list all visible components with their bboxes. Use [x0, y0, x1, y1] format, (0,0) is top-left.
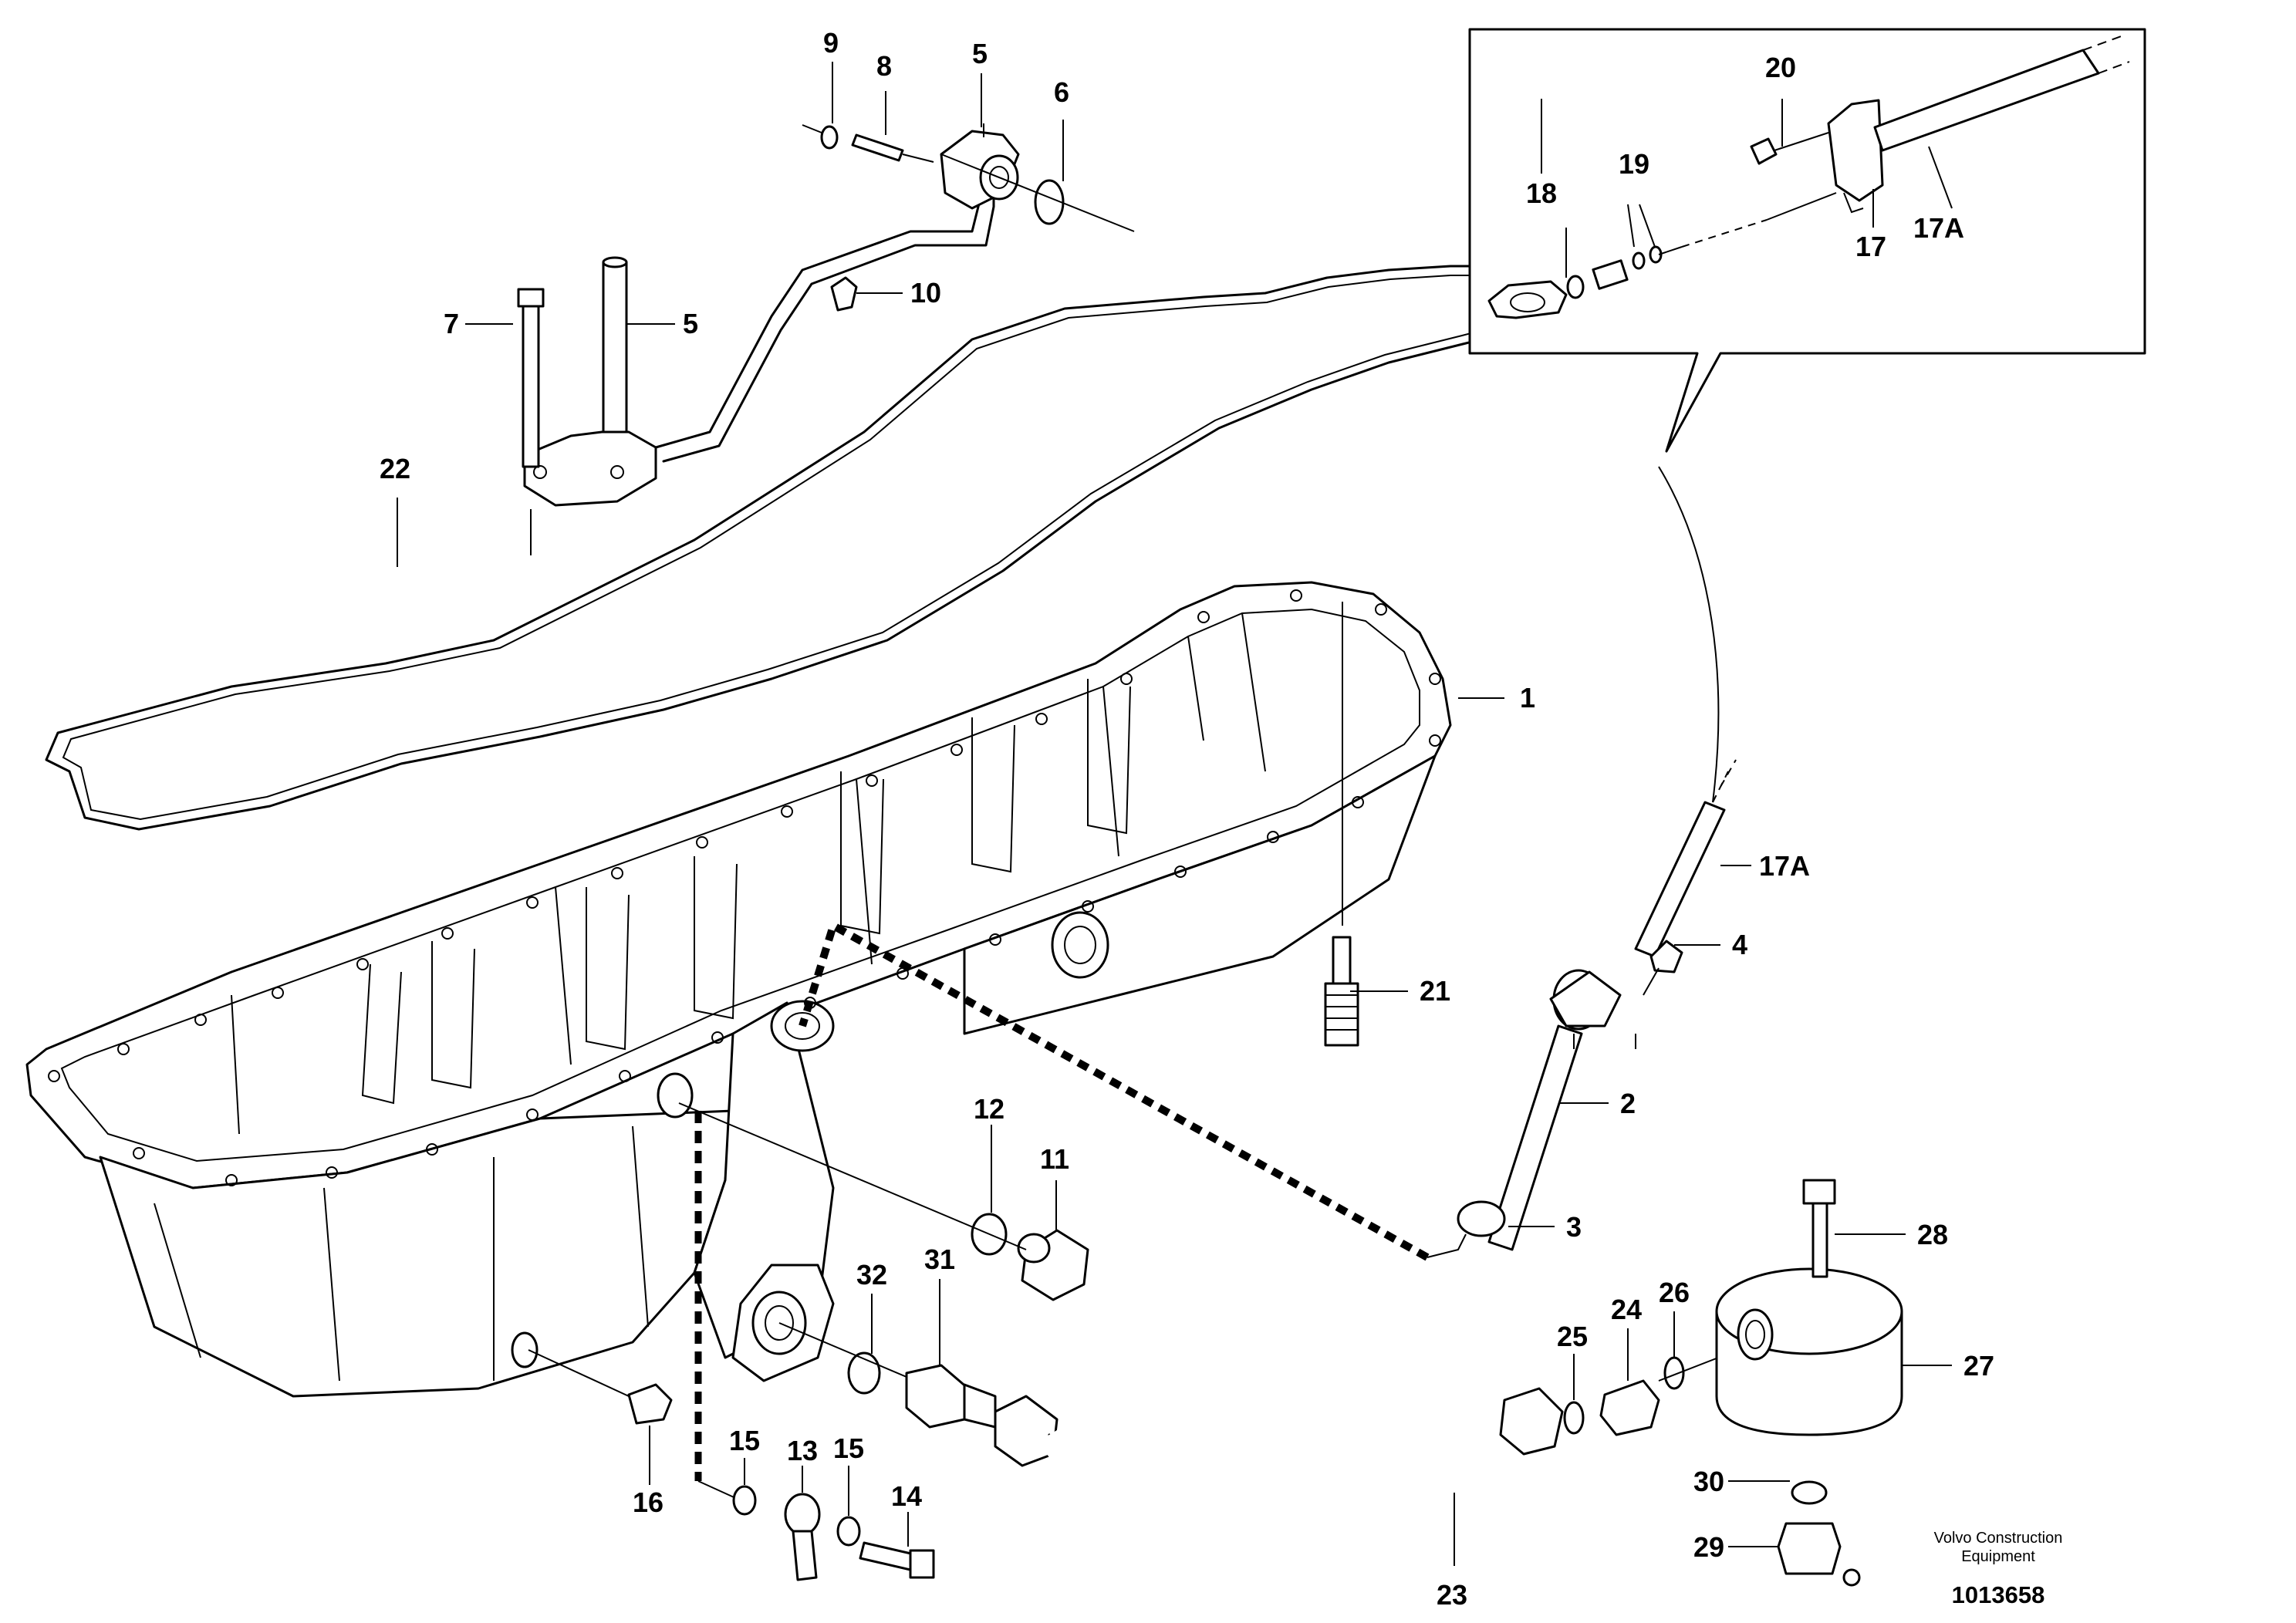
plug-axis — [678, 1102, 1027, 1250]
adapter-31 — [905, 1364, 997, 1429]
label-14: 14 — [891, 1480, 922, 1512]
label-19: 19 — [1619, 148, 1649, 180]
leader-lines — [397, 62, 1953, 1566]
dipstick-curve — [1658, 466, 1720, 803]
label-9: 9 — [823, 27, 839, 59]
washer-30 — [1791, 1480, 1828, 1505]
clip-10 — [830, 276, 858, 312]
label-24: 24 — [1611, 1294, 1642, 1325]
label-25: 25 — [1557, 1321, 1588, 1352]
drawing-number: 1013658 — [1952, 1581, 2045, 1608]
label-21: 21 — [1420, 975, 1450, 1007]
company-name-line1: Volvo Construction — [1934, 1530, 2063, 1547]
drain-axis — [778, 1322, 907, 1378]
label-4: 4 — [1732, 929, 1747, 960]
label-6: 6 — [1054, 76, 1069, 108]
dipstick-guide-tube — [1487, 759, 1737, 1251]
label-30: 30 — [1693, 1466, 1724, 1497]
label-5-sensor: 5 — [972, 38, 988, 69]
label-18: 18 — [1526, 177, 1557, 209]
filter-housing-27 — [1715, 1267, 1903, 1436]
label-13: 13 — [787, 1435, 818, 1466]
label-32: 32 — [856, 1259, 887, 1291]
banjo-13 — [784, 1493, 821, 1581]
adapter-24 — [1599, 1379, 1660, 1436]
oil-drain-hose — [994, 1387, 1564, 1557]
bolt-28 — [1802, 1179, 1836, 1278]
label-5-tube: 5 — [683, 308, 698, 339]
fitting-29 — [1777, 1522, 1861, 1587]
oil-pan — [25, 581, 1452, 1398]
label-27: 27 — [1963, 1350, 1994, 1382]
plug-16 — [528, 1349, 673, 1425]
label-28: 28 — [1917, 1219, 1948, 1250]
label-11: 11 — [1040, 1143, 1069, 1175]
dashed-assembly-line — [799, 919, 1430, 1261]
label-12: 12 — [974, 1093, 1004, 1125]
stud-21 — [1324, 602, 1359, 1047]
o-ring-25 — [1563, 1401, 1585, 1435]
company-name-line2: Equipment — [1961, 1548, 2035, 1565]
label-22: 22 — [380, 453, 410, 484]
label-10: 10 — [910, 277, 941, 309]
label-7: 7 — [444, 308, 459, 339]
label-1: 1 — [1520, 682, 1535, 714]
washer-15-right — [836, 1516, 861, 1547]
bolt-14 — [859, 1541, 935, 1579]
detail-callout — [1468, 28, 2146, 453]
label-15-left: 15 — [729, 1425, 760, 1456]
oil-level-sensor — [940, 123, 1020, 210]
sensor-pipe — [654, 176, 995, 463]
label-31: 31 — [924, 1243, 955, 1275]
label-29: 29 — [1693, 1531, 1724, 1563]
label-3: 3 — [1566, 1211, 1582, 1243]
label-23: 23 — [1437, 1579, 1467, 1611]
label-16: 16 — [633, 1486, 663, 1518]
o-ring-6 — [1034, 179, 1065, 225]
label-2: 2 — [1620, 1088, 1636, 1119]
bolt-4 — [1643, 940, 1683, 996]
label-17a-tube: 17A — [1759, 850, 1810, 882]
label-17: 17 — [1855, 231, 1886, 262]
dipstick-tube-bracket — [517, 256, 657, 555]
label-20: 20 — [1765, 52, 1796, 83]
washer-32 — [847, 1351, 881, 1395]
stud-8 — [851, 133, 934, 163]
label-26: 26 — [1659, 1277, 1690, 1308]
sensor-axis — [940, 154, 1135, 232]
label-8: 8 — [876, 50, 892, 82]
washer-15-left — [732, 1485, 757, 1516]
label-15-right: 15 — [833, 1432, 864, 1464]
label-17a-detail: 17A — [1913, 212, 1964, 244]
drain-plug-11 — [1017, 1229, 1089, 1301]
o-ring-3 — [1457, 1200, 1506, 1237]
washer-9 — [802, 124, 839, 150]
